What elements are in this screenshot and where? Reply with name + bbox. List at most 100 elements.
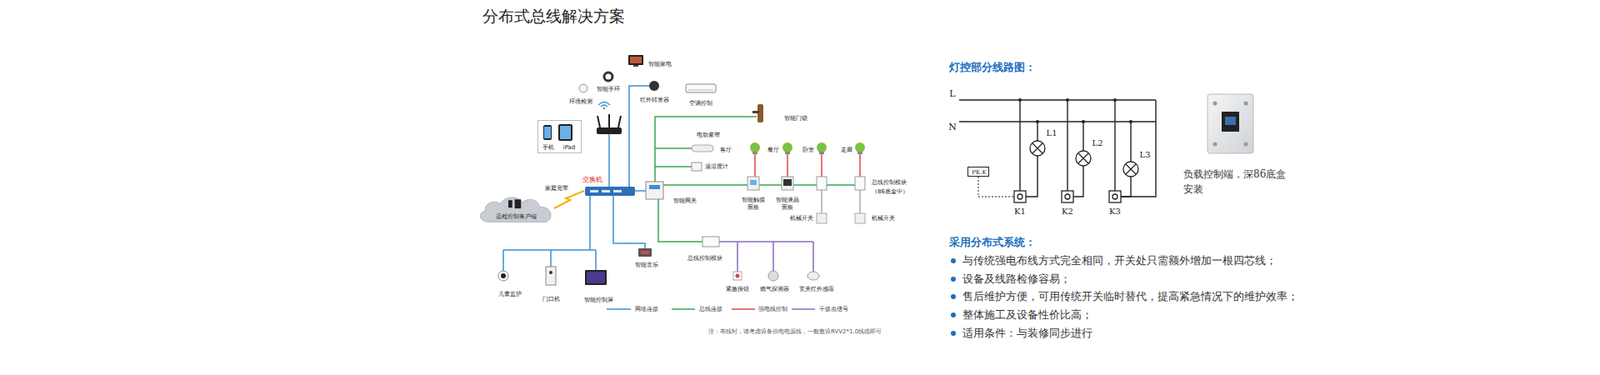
router-icon (596, 127, 622, 135)
switch-port (613, 190, 622, 193)
phone-screen (544, 126, 551, 139)
label-text: L (949, 88, 955, 100)
label-text: 智能手环 (596, 85, 620, 94)
pir-icon (807, 271, 820, 280)
module-icon (816, 176, 827, 190)
touch-panel-icon (747, 176, 760, 190)
wire (1120, 100, 1156, 197)
mech-switch-icon (816, 213, 827, 224)
panel-button (1213, 101, 1218, 106)
band-icon (604, 72, 613, 81)
wire (655, 165, 692, 168)
neutral-line (959, 120, 1156, 122)
bulb-base (819, 151, 825, 155)
emergency-button (735, 274, 740, 279)
gateway-display (649, 185, 660, 190)
label-text: 智能网关 (673, 197, 697, 205)
wire (719, 241, 814, 272)
bulb-icon (855, 142, 865, 153)
lcd-panel-screen (783, 179, 792, 186)
tv-stand (633, 65, 639, 67)
label-text: 智能液晶面板 (775, 196, 800, 212)
node-text: iPad (563, 144, 576, 152)
label-text: 注：布线时，请考虑设备供电电源线，一般敷设RVV2*1.0线缆即可 (708, 328, 882, 336)
label-text: 智能音乐 (635, 261, 659, 270)
label-text: 智能控制屏 (584, 296, 614, 305)
label-text: 客厅 (720, 146, 732, 155)
contact-wires (719, 241, 814, 272)
lcd-panel-icon (781, 176, 794, 190)
switch-port (601, 190, 610, 193)
panel-screen-frame (1221, 111, 1240, 132)
label-text: 整体施工及设备性价比高； (962, 308, 1093, 322)
bullet-dot (950, 276, 956, 282)
legend-text: 网络连接 (635, 305, 659, 314)
legend-sample (731, 308, 755, 310)
wire (655, 147, 692, 150)
wifi-icon (598, 102, 610, 108)
junction (1018, 98, 1022, 102)
door-unit-icon (545, 266, 556, 285)
label-text: 负载控制端，深86底盒安装 (1183, 166, 1290, 197)
antenna (608, 114, 610, 128)
label-text: L2 (1091, 138, 1103, 150)
gas-icon (768, 270, 779, 281)
cloud-tablet (515, 199, 522, 209)
panel-screen (1225, 116, 1236, 125)
legend-text: 总线连接 (699, 305, 723, 314)
label-text: 走廊 (840, 146, 853, 155)
emergency-icon (733, 271, 742, 280)
node-text: 手机 (542, 144, 555, 152)
circuit-wires (959, 100, 1156, 197)
label-text: 总线控制模块 (687, 255, 723, 263)
label-text: 环境检测 (569, 98, 593, 106)
tv-screen (630, 56, 642, 64)
bulb-icon (782, 142, 793, 153)
label-text: 温湿度计 (705, 163, 729, 171)
junction (1129, 120, 1133, 124)
door-unit-lens (549, 270, 553, 275)
ac-icon (685, 84, 716, 93)
dotted-wire (978, 176, 1015, 197)
antenna (597, 115, 600, 128)
module-icon (855, 176, 865, 190)
wire (1020, 100, 1115, 191)
label-text: 玄关红外感应 (799, 285, 835, 294)
wire (658, 199, 703, 242)
bulb-base (752, 151, 758, 155)
switch-knob (1112, 194, 1118, 200)
cloud-outline (480, 197, 551, 222)
mech-switch-icon (855, 213, 865, 224)
network-wires (503, 85, 650, 271)
wire (663, 184, 865, 186)
label-text: 智能家电 (648, 60, 672, 69)
label-text: K2 (1061, 206, 1074, 218)
wire (755, 153, 860, 177)
wire (613, 195, 645, 249)
phone-icon (543, 125, 552, 140)
panel-button (1244, 142, 1249, 147)
bulb-icon (750, 142, 760, 153)
music-display (640, 250, 650, 255)
tv-icon (628, 55, 644, 65)
junction (1113, 98, 1117, 102)
panel-photo (1207, 94, 1254, 154)
label-text: 门口机 (542, 295, 560, 304)
wire (503, 195, 596, 271)
music-icon (638, 248, 652, 257)
switch-knob (1017, 194, 1023, 200)
label-text: 设备及线路检修容易； (962, 272, 1071, 286)
curtain-icon (691, 145, 714, 152)
diagram-title: 分布式总线解决方案 (482, 6, 625, 27)
touch-panel-screen (750, 180, 757, 185)
label-text: 总线控制模块（86底盒中） (871, 178, 910, 196)
label-text: 机械开关 (790, 215, 814, 223)
live-line (959, 99, 1156, 100)
wifi-dot (603, 107, 606, 110)
power-wires (755, 153, 860, 177)
junction (1081, 120, 1085, 124)
lamp-symbol (1075, 150, 1091, 166)
gateway-icon (645, 181, 664, 200)
bullet-dot (950, 294, 956, 300)
